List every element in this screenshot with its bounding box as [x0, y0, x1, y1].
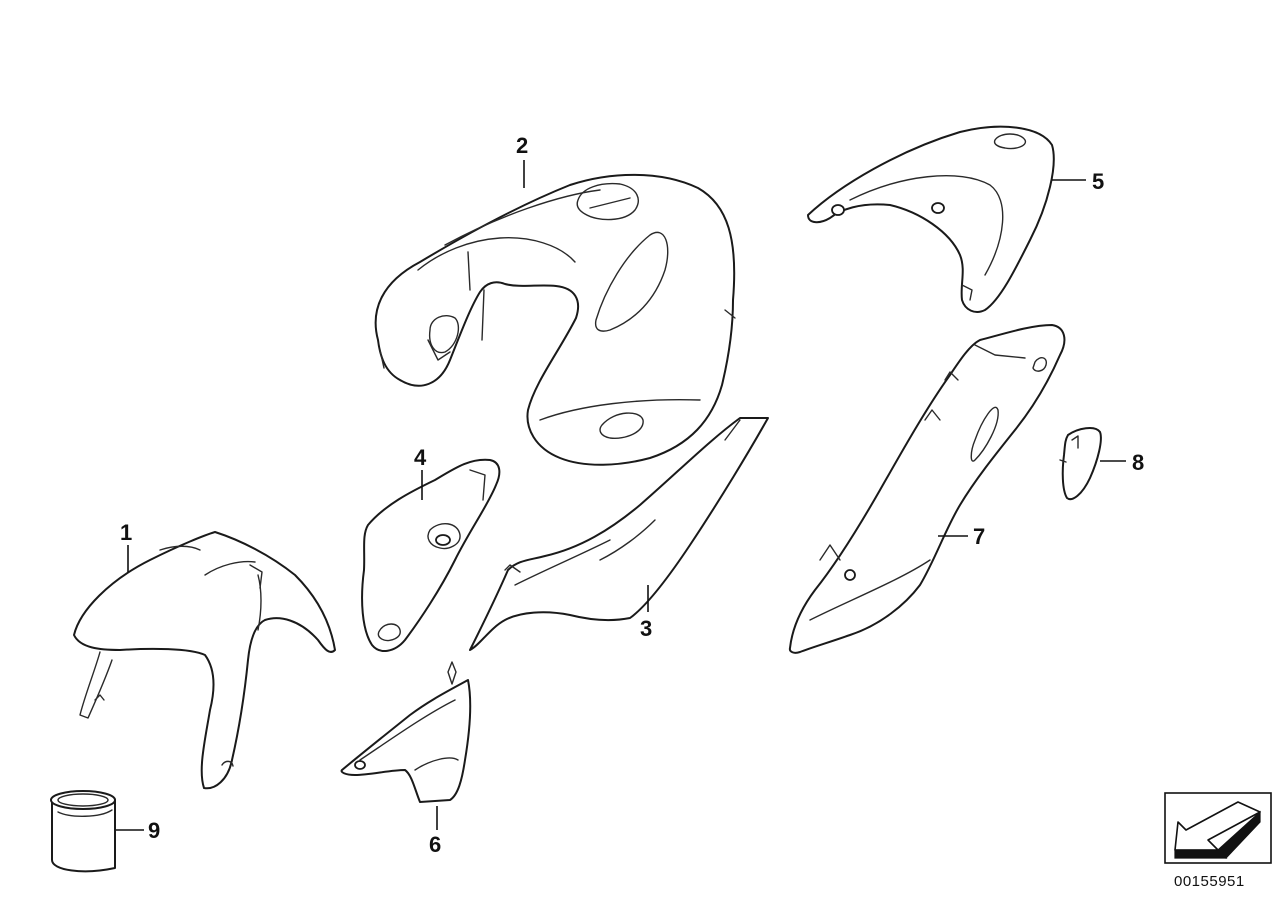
part-5-tail-cover — [807, 125, 1055, 313]
callout-9-label: 9 — [148, 818, 160, 843]
callout-4: 4 — [414, 445, 427, 500]
callout-6-label: 6 — [429, 832, 441, 857]
callout-8: 8 — [1100, 450, 1144, 475]
callout-3: 3 — [640, 585, 652, 641]
part-7-rear-panel — [788, 324, 1066, 654]
callout-7-label: 7 — [973, 524, 985, 549]
callout-5: 5 — [1052, 169, 1104, 194]
orientation-arrow-box — [1164, 792, 1272, 864]
callout-8-label: 8 — [1132, 450, 1144, 475]
part-3-lower-panel — [469, 417, 769, 651]
callout-9: 9 — [116, 818, 160, 843]
callout-2: 2 — [516, 133, 528, 188]
part-4-side-panel — [361, 458, 501, 652]
part-6-small-bracket — [340, 661, 472, 803]
callout-3-label: 3 — [640, 616, 652, 641]
callout-1-label: 1 — [120, 520, 132, 545]
part-1-front-fender — [73, 531, 336, 790]
callout-4-label: 4 — [414, 445, 427, 470]
document-number: 00155951 — [1174, 873, 1245, 890]
arrow-icon — [1174, 801, 1261, 851]
callout-1: 1 — [120, 520, 132, 572]
callout-7: 7 — [938, 524, 985, 549]
part-2-tank-cover — [374, 173, 736, 466]
part-9-sleeve — [50, 790, 116, 873]
part-8-cover-cap — [1059, 427, 1102, 500]
callout-6: 6 — [429, 806, 441, 857]
callout-5-label: 5 — [1092, 169, 1104, 194]
callout-2-label: 2 — [516, 133, 528, 158]
